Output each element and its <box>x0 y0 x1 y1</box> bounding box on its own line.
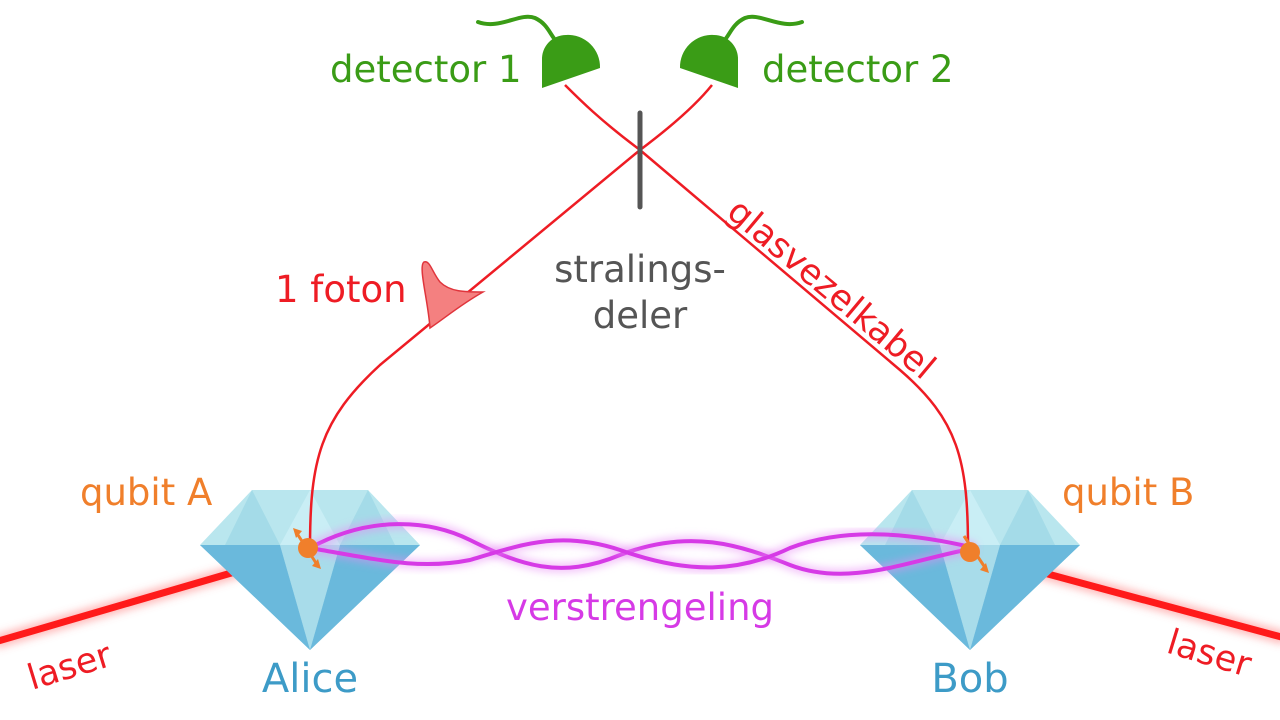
photon-pulse-icon <box>421 261 486 330</box>
entanglement-label: verstrengeling <box>506 586 774 629</box>
fiber-cable-right <box>637 84 970 549</box>
photon-label: 1 foton <box>275 268 407 311</box>
qubit-a-label: qubit A <box>80 471 212 514</box>
qubit-b-label: qubit B <box>1062 471 1194 514</box>
fiber-cable-left <box>308 84 643 549</box>
detector-1-icon <box>476 14 601 88</box>
entanglement-strands <box>307 519 977 579</box>
qubit-a-icon <box>293 528 321 569</box>
bob-label: Bob <box>931 656 1008 702</box>
bob-diamond <box>860 490 1080 650</box>
detector-2-label: detector 2 <box>762 48 954 91</box>
laser-left-label: laser <box>23 635 117 698</box>
beamsplitter-label-line2: deler <box>593 294 688 337</box>
beamsplitter-label-line1: stralings- <box>554 248 726 291</box>
detector-2-icon <box>679 14 804 88</box>
detector-1-label: detector 1 <box>330 48 522 91</box>
fiber-cable-label: glasvezelkabel <box>719 191 942 388</box>
qubit-b-icon <box>960 535 989 573</box>
alice-label: Alice <box>262 656 358 702</box>
